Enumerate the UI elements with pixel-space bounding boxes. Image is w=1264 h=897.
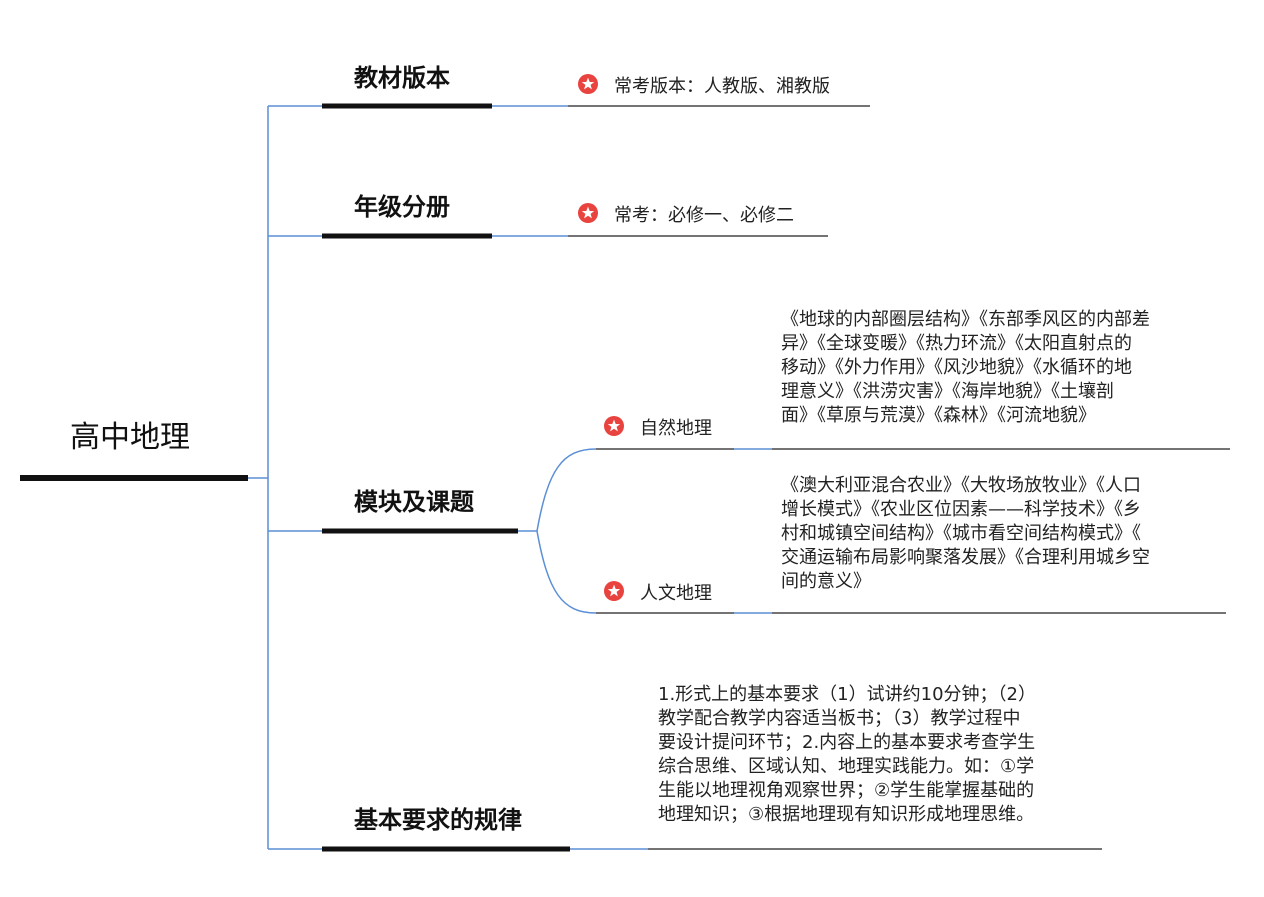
topic-line: 交通运输布局影响聚落发展》《合理利用城乡空 — [781, 547, 1150, 568]
topic-line: 《澳大利亚混合农业》《大牧场放牧业》《人口 — [781, 475, 1141, 496]
branch-basic-requirements: 基本要求的规律 — [354, 806, 522, 834]
basic-requirements-text: 1.形式上的基本要求（1）试讲约10分钟；（2） 教学配合教学内容适当板书；（3… — [658, 683, 1036, 827]
topic-line: 理意义》《洪涝灾害》《海岸地貌》《土壤剖 — [781, 381, 1114, 402]
human-geography-topics: 《澳大利亚混合农业》《大牧场放牧业》《人口 增长模式》《农业区位因素——科学技术… — [781, 474, 1150, 594]
branch-grade-volume: 年级分册 — [354, 193, 450, 221]
branch-textbook-edition: 教材版本 — [354, 64, 450, 92]
topic-line: 间的意义》 — [781, 571, 871, 592]
topic-line: 面》《草原与荒漠》《森林》《河流地貌》 — [781, 405, 1096, 426]
topic-line: 村和城镇空间结构》《城市看空间结构模式》《 — [781, 523, 1141, 544]
root-topic: 高中地理 — [70, 420, 190, 455]
star-icon — [578, 203, 598, 223]
physical-geography-topics: 《地球的内部圈层结构》《东部季风区的内部差 异》《全球变暖》《热力环流》《太阳直… — [781, 308, 1150, 428]
requirement-line: 1.形式上的基本要求（1）试讲约10分钟；（2） — [658, 684, 1036, 705]
requirement-line: 教学配合教学内容适当板书；（3）教学过程中 — [658, 708, 1021, 729]
sub-branch-curve — [536, 530, 597, 614]
star-icon — [604, 581, 624, 601]
topic-line: 增长模式》《农业区位因素——科学技术》《乡 — [781, 499, 1141, 520]
sub-branch-curve — [536, 448, 597, 532]
requirement-line: 地理知识；③根据地理现有知识形成地理思维。 — [658, 804, 1035, 825]
topic-line: 异》《全球变暖》《热力环流》《太阳直射点的 — [781, 333, 1132, 354]
leaf-physical-geography: 自然地理 — [640, 418, 712, 439]
star-icon — [578, 74, 598, 94]
leaf-common-editions: 常考版本：人教版、湘教版 — [614, 76, 830, 97]
leaf-human-geography: 人文地理 — [640, 583, 712, 604]
requirement-line: 生能以地理视角观察世界；②学生能掌握基础的 — [658, 780, 1035, 801]
leaf-common-volumes: 常考：必修一、必修二 — [614, 205, 794, 226]
topic-line: 《地球的内部圈层结构》《东部季风区的内部差 — [781, 309, 1150, 330]
topic-line: 移动》《外力作用》《风沙地貌》《水循环的地 — [781, 357, 1132, 378]
requirement-line: 综合思维、区域认知、地理实践能力。如：①学 — [658, 756, 1035, 777]
star-icon — [604, 416, 624, 436]
requirement-line: 要设计提问环节；2.内容上的基本要求考查学生 — [658, 732, 1036, 753]
branch-modules-topics: 模块及课题 — [354, 488, 474, 516]
